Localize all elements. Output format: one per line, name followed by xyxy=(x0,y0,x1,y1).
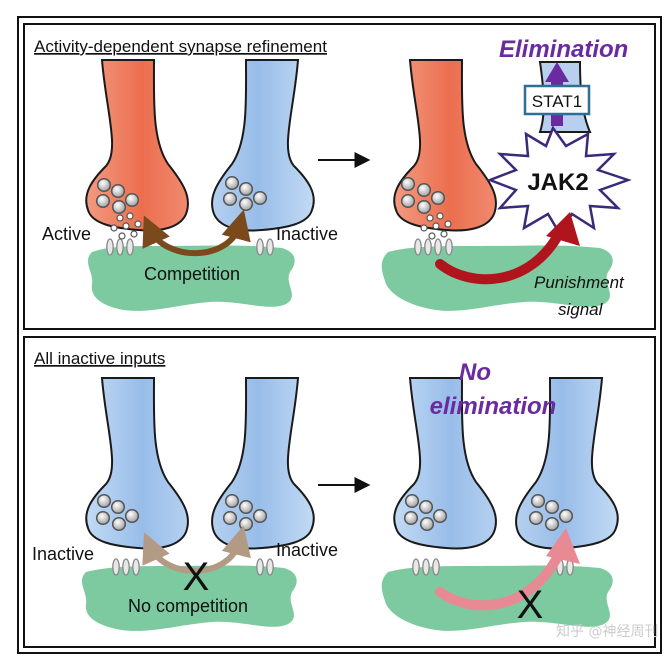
receptor xyxy=(266,558,274,576)
label-inactive-left: Inactive xyxy=(32,544,94,564)
receptor xyxy=(132,558,140,576)
label-stat1: STAT1 xyxy=(532,92,582,111)
elimination-arrow-head xyxy=(545,62,569,82)
released-vesicle xyxy=(436,212,444,220)
panel-bottom-title: All inactive inputs xyxy=(34,349,165,368)
receptor xyxy=(414,238,422,256)
receptor xyxy=(432,558,440,576)
receptor xyxy=(112,558,120,576)
panel-top: Activity-dependent synapse refinement xyxy=(23,23,656,330)
label-no: No xyxy=(459,359,491,386)
vesicle xyxy=(416,182,432,198)
vesicle xyxy=(110,499,126,515)
label-x-right: X xyxy=(517,583,544,627)
vesicle xyxy=(96,177,112,193)
panel-top-title: Activity-dependent synapse refinement xyxy=(34,37,327,56)
no-competition-arrow xyxy=(142,525,251,574)
released-vesicle xyxy=(426,214,434,222)
vesicle xyxy=(238,181,254,197)
label-x: X xyxy=(183,555,210,599)
vesicle xyxy=(95,510,111,526)
vesicle xyxy=(400,193,416,209)
receptor xyxy=(422,558,430,576)
vesicle xyxy=(558,508,574,524)
label-signal: signal xyxy=(558,300,604,319)
label-competition: Competition xyxy=(144,264,240,284)
vesicle xyxy=(124,192,140,208)
punishment-arrow xyxy=(435,227,565,285)
receptor xyxy=(424,238,432,256)
postsynaptic-membrane-right xyxy=(381,565,613,631)
vesicle xyxy=(96,493,112,509)
vesicle xyxy=(95,193,111,209)
released-vesicle xyxy=(432,222,440,230)
vesicle xyxy=(238,196,254,212)
stat1-box xyxy=(523,84,591,116)
label-inactive-right: Inactive xyxy=(276,540,338,560)
released-vesicle xyxy=(420,224,428,232)
vesicle xyxy=(430,190,446,206)
postsynaptic-membrane-left xyxy=(87,245,295,311)
vesicle xyxy=(111,516,127,532)
vesicle xyxy=(111,199,127,215)
label-jak2: JAK2 xyxy=(527,169,588,196)
released-vesicle xyxy=(126,212,134,220)
receptor xyxy=(445,238,453,256)
vesicle xyxy=(400,176,416,192)
label-no-competition: No competition xyxy=(128,596,248,616)
vesicle xyxy=(432,508,448,524)
released-vesicle xyxy=(122,222,130,230)
vesicle xyxy=(252,508,268,524)
punishment-arrow-head xyxy=(546,212,580,246)
panel-bottom: All inactive inputs X Inactive Inactive … xyxy=(23,336,656,648)
receptor xyxy=(266,238,274,256)
released-vesicle xyxy=(130,230,138,238)
released-vesicle xyxy=(444,220,452,228)
faded-punishment-arrow xyxy=(435,547,565,611)
label-elimination: elimination xyxy=(430,393,557,420)
label-inactive: Inactive xyxy=(276,224,338,244)
released-vesicle xyxy=(440,230,448,238)
vesicle xyxy=(403,510,419,526)
receptor xyxy=(256,558,264,576)
vesicle xyxy=(418,499,434,515)
vesicle xyxy=(544,516,560,532)
label-elimination: Elimination xyxy=(499,36,628,63)
competition-arrow xyxy=(142,209,251,257)
vesicle xyxy=(530,493,546,509)
receptor xyxy=(106,238,114,256)
released-vesicle xyxy=(118,232,126,240)
postsynaptic-membrane-left xyxy=(81,565,297,631)
receptor xyxy=(434,238,442,256)
released-vesicle xyxy=(134,220,142,228)
receptor xyxy=(412,558,420,576)
faded-punishment-arrow-head xyxy=(546,528,580,564)
vesicle xyxy=(222,191,238,207)
vesicle xyxy=(419,516,435,532)
watermark: 知乎 @神经周刊 xyxy=(556,623,658,640)
vesicle xyxy=(224,175,240,191)
label-punishment: Punishment xyxy=(534,273,625,292)
vesicle xyxy=(110,183,126,199)
receptor xyxy=(126,238,134,256)
vesicle xyxy=(238,499,254,515)
receptor xyxy=(256,238,264,256)
vesicle xyxy=(222,510,238,526)
vesicle xyxy=(124,508,140,524)
label-active: Active xyxy=(42,224,91,244)
vesicle xyxy=(238,516,254,532)
vesicle xyxy=(544,499,560,515)
vesicle xyxy=(416,199,432,215)
receptor xyxy=(116,238,124,256)
vesicle xyxy=(224,493,240,509)
receptor xyxy=(122,558,130,576)
released-vesicle xyxy=(428,232,436,240)
vesicle xyxy=(528,510,544,526)
vesicle xyxy=(404,493,420,509)
released-vesicle xyxy=(116,214,124,222)
vesicle xyxy=(252,190,268,206)
released-vesicle xyxy=(110,224,118,232)
